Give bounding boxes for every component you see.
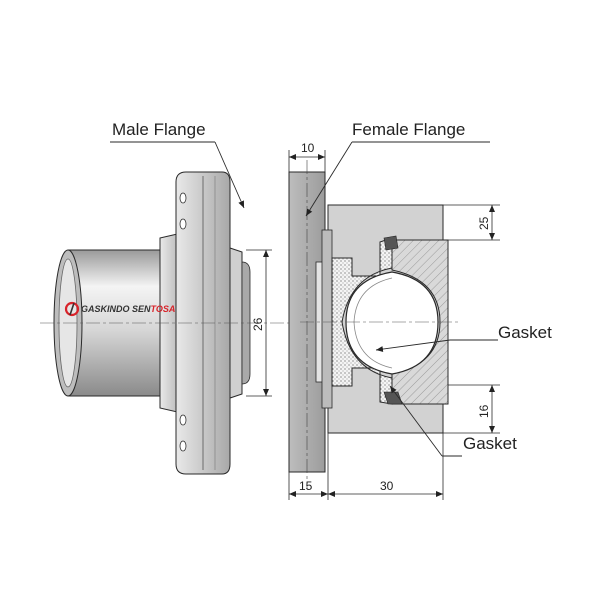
dim-right-bottom: 16 bbox=[477, 404, 491, 418]
gasket-upper-label: Gasket bbox=[498, 323, 552, 342]
dim-right-top: 25 bbox=[477, 216, 491, 230]
dim-bottom-left: 15 bbox=[299, 479, 313, 493]
dim-bottom-right: 30 bbox=[380, 479, 394, 493]
female-flange-label: Female Flange bbox=[352, 120, 465, 139]
male-flange-label: Male Flange bbox=[112, 120, 206, 139]
gasket-lower-label: Gasket bbox=[463, 434, 517, 453]
bolt-holes bbox=[179, 192, 187, 452]
logo-text-accent: TOSA bbox=[151, 304, 176, 314]
female-flange-body bbox=[300, 204, 460, 434]
dim-top-width: 10 bbox=[301, 141, 315, 155]
dim-vertical-height: 26 bbox=[251, 317, 265, 331]
gasket-seal-upper bbox=[383, 235, 399, 251]
logo: GASKINDO SENTOSA bbox=[64, 301, 175, 317]
male-flange: GASKINDO SENTOSA bbox=[40, 171, 300, 475]
svg-text:GASKINDO SENTOSA: GASKINDO SENTOSA bbox=[81, 304, 175, 314]
logo-mark bbox=[64, 301, 80, 317]
leader-lines bbox=[110, 141, 498, 457]
female-flange-plate bbox=[288, 160, 327, 488]
bore bbox=[345, 271, 439, 375]
dimensions bbox=[246, 150, 500, 500]
logo-text: GASKINDO SEN bbox=[81, 304, 151, 314]
